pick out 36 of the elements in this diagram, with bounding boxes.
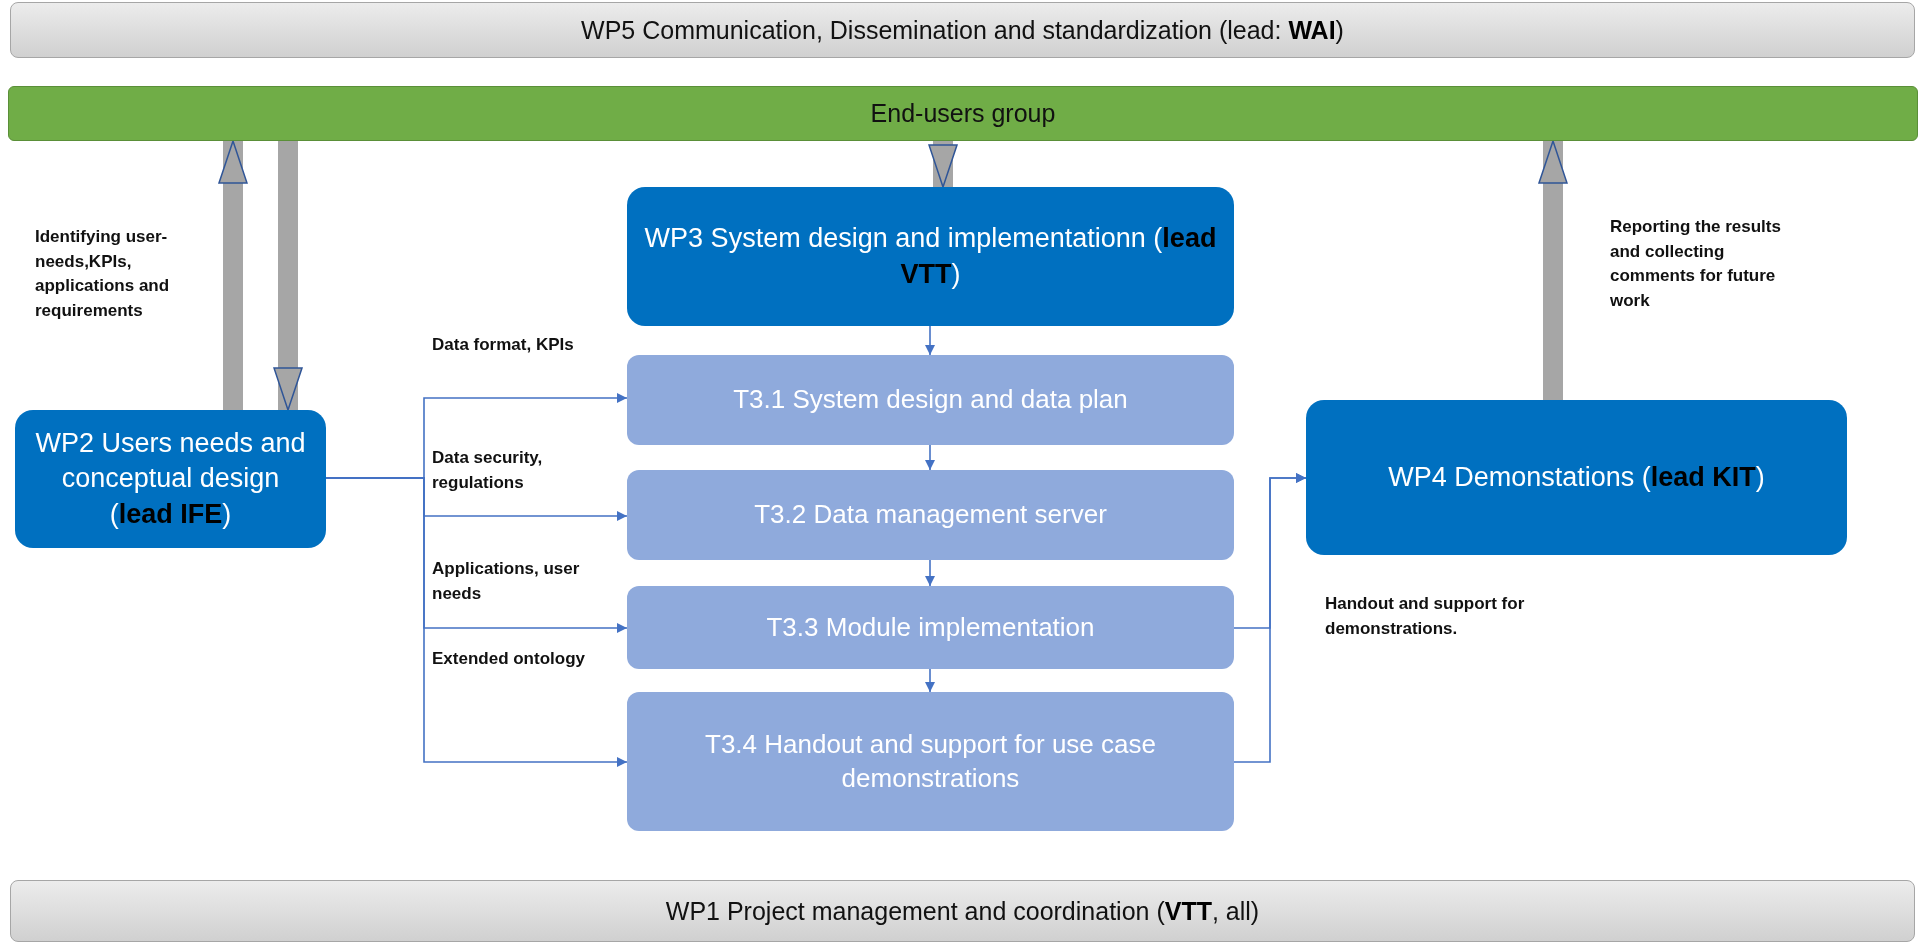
work-package-box [15, 410, 326, 548]
edge-label: Data format, KPIs [432, 334, 575, 356]
header-band [10, 880, 1915, 942]
box-title: T3.2 Data management server [754, 498, 1107, 532]
edge-label: Applications, user needs [432, 558, 581, 605]
arrow [1233, 473, 1307, 763]
box-title: WP3 System design and implementationn (lead VTT) [643, 222, 1218, 291]
arrow [925, 325, 935, 356]
arrow [925, 559, 935, 587]
task-box [627, 355, 1234, 445]
box-title: T3.1 System design and data plan [733, 383, 1128, 417]
note-text: Handout and support for demonstrations. [1325, 593, 1526, 640]
edge-label: Reporting the results and collecting comments for future work [1610, 216, 1782, 312]
block-arrow [218, 140, 248, 410]
edge-label: Data security, regulations [432, 447, 544, 494]
band-title: WP1 Project management and coordination (VTT, all) [665, 895, 1260, 927]
block-arrow [928, 141, 958, 188]
edge-label: Extended ontology [432, 648, 586, 670]
task-box [627, 586, 1234, 669]
box-title: WP2 Users needs and conceptual design (lead IFE) [34, 427, 307, 531]
box-title: WP4 Demonstations (lead KIT) [1388, 460, 1765, 494]
arrow [925, 444, 935, 471]
work-package-box [1306, 400, 1847, 555]
box-title: T3.3 Module implementation [766, 610, 1095, 644]
band-title: End-users group [870, 98, 1056, 130]
band-title: WP5 Communication, Dissemination and standardization (lead: WAI) [581, 14, 1344, 46]
arrow [925, 668, 935, 693]
task-box [627, 692, 1234, 831]
task-box [627, 470, 1234, 560]
work-package-box [627, 187, 1234, 326]
group-band [8, 86, 1918, 141]
block-arrow [273, 141, 303, 411]
edge-label: Identifying user-needs,KPIs, applications and requirements [35, 226, 171, 322]
block-arrow [1538, 140, 1568, 400]
box-title: T3.4 Handout and support for use case demonstrations [704, 727, 1157, 795]
header-band [10, 2, 1915, 58]
